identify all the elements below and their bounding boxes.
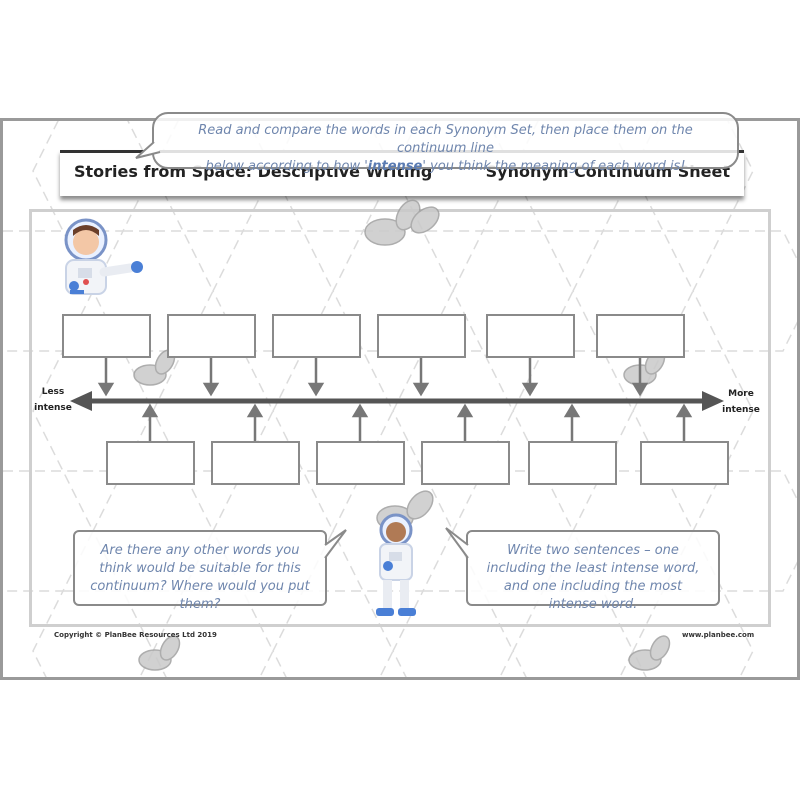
bottom-answer-box-4[interactable] bbox=[421, 441, 510, 485]
top-answer-box-6[interactable] bbox=[596, 314, 685, 358]
bottom-answer-box-5[interactable] bbox=[528, 441, 617, 485]
top-answer-box-1[interactable] bbox=[62, 314, 151, 358]
copyright-notice: Copyright © PlanBee Resources Ltd 2019 bbox=[54, 631, 217, 639]
top-answer-box-5[interactable] bbox=[486, 314, 575, 358]
website-link[interactable]: www.planbee.com bbox=[682, 631, 755, 639]
top-answer-box-2[interactable] bbox=[167, 314, 256, 358]
less-intense-label: Less intense bbox=[34, 387, 72, 413]
bottom-answer-box-3[interactable] bbox=[316, 441, 405, 485]
instructions-line-2: below according to how 'intense' you thi… bbox=[205, 159, 686, 174]
intense-highlight: intense bbox=[367, 159, 423, 174]
more-intense-label: More intense bbox=[722, 389, 760, 415]
bottom-answer-box-6[interactable] bbox=[640, 441, 729, 485]
instructions-bubble: Read and compare the words in each Synon… bbox=[152, 112, 739, 174]
bottom-answer-box-2[interactable] bbox=[211, 441, 300, 485]
question-bubble-two-sentences: Write two sentences – one including the … bbox=[466, 530, 720, 612]
top-answer-box-4[interactable] bbox=[377, 314, 466, 358]
bottom-answer-box-1[interactable] bbox=[106, 441, 195, 485]
instructions-line-1: Read and compare the words in each Synon… bbox=[198, 123, 693, 156]
top-answer-box-3[interactable] bbox=[272, 314, 361, 358]
question-bubble-other-words: Are there any other words you think woul… bbox=[73, 530, 327, 612]
